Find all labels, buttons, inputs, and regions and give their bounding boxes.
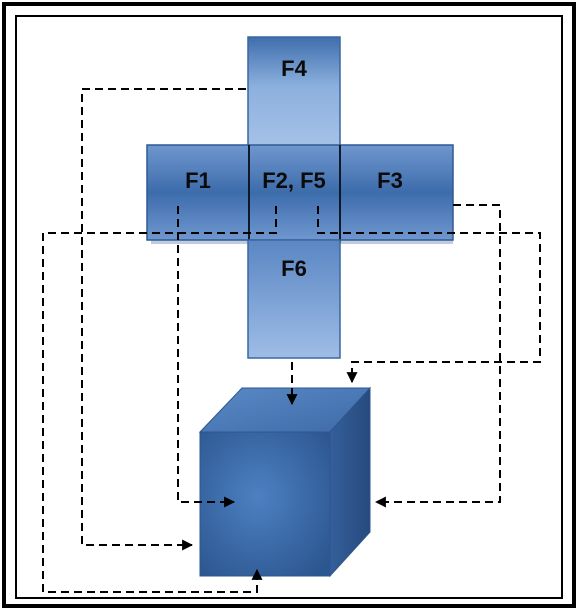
arrow-f4-to-cube	[81, 88, 246, 551]
cube-front-face	[199, 431, 331, 577]
face-f1	[146, 144, 250, 241]
face-f4-label: F4	[281, 56, 307, 81]
face-f2-f5-label: F2, F5	[262, 168, 326, 193]
face-f1-label: F1	[185, 168, 211, 193]
face-f6-label: F6	[281, 256, 307, 281]
arrow-f1-to-cube-front	[177, 206, 236, 508]
face-f3	[339, 144, 454, 241]
arrow-f5-to-cube-top	[317, 206, 541, 384]
arrow-f3-to-cube-side	[374, 204, 501, 508]
arrow-f2-to-cube-bottom	[42, 206, 277, 593]
face-f4	[247, 36, 341, 148]
face-f6	[247, 239, 341, 359]
inner-frame	[15, 15, 563, 599]
face-f3-label: F3	[377, 168, 403, 193]
